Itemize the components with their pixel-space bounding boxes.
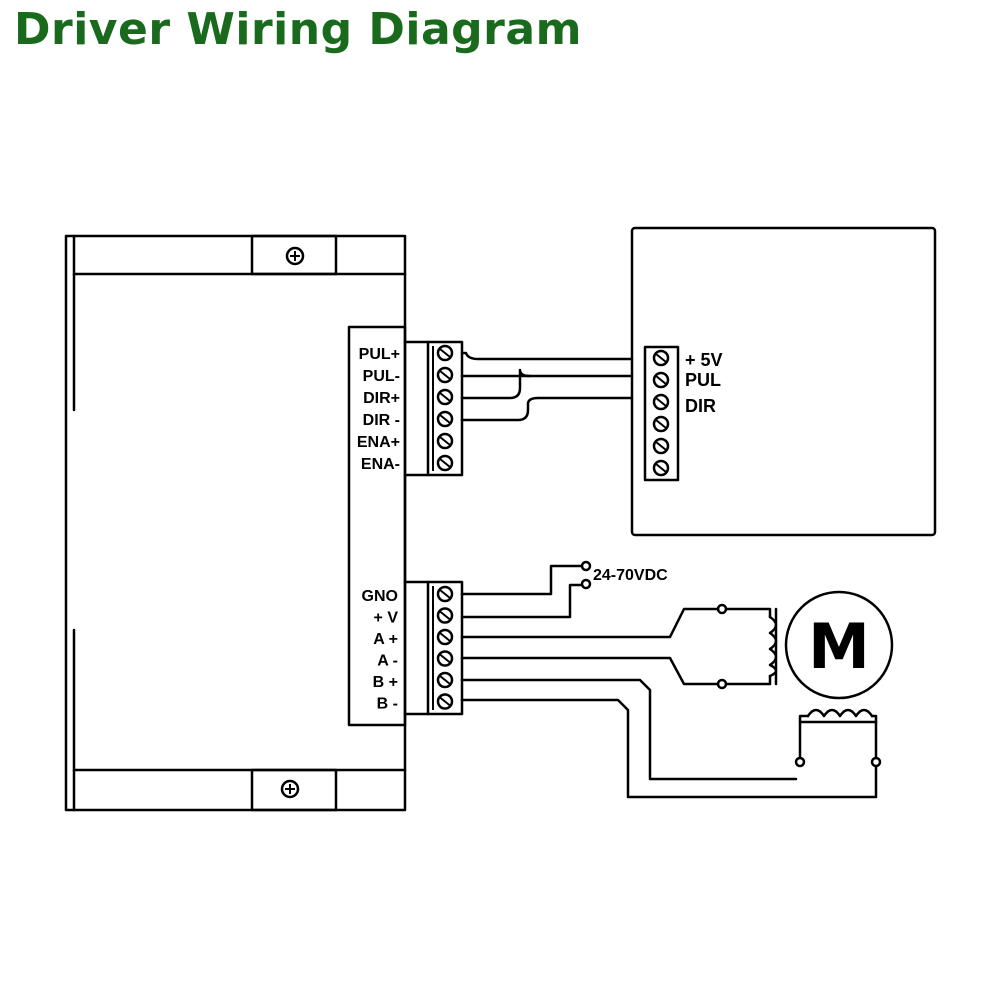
- signal-terminal-screw-icon: [436, 344, 454, 362]
- coil-b-wiring: [460, 678, 882, 799]
- controller-terminal-label: DIR: [685, 396, 716, 416]
- signal-terminal-screw-icon: [436, 388, 454, 406]
- power-terminal-positive-icon: [580, 560, 592, 572]
- signal-terminal-label: DIR -: [363, 412, 400, 429]
- signal-terminal-labels: PUL+ PUL- DIR+ DIR - ENA+ ENA-: [357, 346, 400, 473]
- power-terminal-screw-icon: [436, 650, 454, 667]
- power-terminal-label: A +: [373, 631, 398, 648]
- coil-b-icon: [806, 708, 874, 718]
- power-terminal-screw-icon: [436, 607, 454, 624]
- power-terminal-label: A -: [377, 653, 398, 670]
- power-terminal-label: B +: [373, 674, 398, 691]
- signal-terminal-block: [426, 340, 464, 477]
- power-terminal-label: + V: [374, 610, 399, 627]
- controller-terminal-screw-icon: [652, 437, 670, 455]
- controller-terminal-label: PUL: [685, 370, 721, 390]
- motor-icon: [784, 590, 894, 700]
- controller-terminal-label: + 5V: [685, 350, 723, 370]
- page-title: Driver Wiring Diagram: [14, 4, 582, 55]
- power-terminal-screw-icon: [436, 628, 454, 646]
- power-terminal-label: B -: [377, 696, 398, 713]
- power-supply-label: 24-70VDC: [593, 567, 668, 584]
- signal-terminal-label: PUL-: [363, 368, 400, 385]
- controller-terminal-screw-icon: [652, 393, 670, 411]
- signal-terminal-label: ENA-: [361, 456, 400, 473]
- power-terminal-negative-icon: [580, 578, 592, 590]
- controller-box: [630, 226, 937, 537]
- power-wires: [460, 560, 592, 619]
- power-terminal-screws: [436, 585, 454, 710]
- mount-screw-top-icon: [285, 246, 305, 266]
- mount-screw-bottom-icon: [280, 779, 300, 799]
- power-terminal-screw-icon: [436, 671, 454, 689]
- signal-terminal-label: DIR+: [363, 390, 400, 407]
- power-terminal-screw-icon: [436, 693, 454, 710]
- coil-a-wiring: [460, 603, 778, 690]
- signal-terminal-screws: [436, 344, 454, 472]
- signal-terminal-label: ENA+: [357, 434, 400, 451]
- driver-label-panel: [347, 325, 407, 727]
- signal-terminal-screw-icon: [436, 454, 454, 472]
- power-terminal-screw-icon: [436, 585, 454, 603]
- signal-terminal-label: PUL+: [359, 346, 400, 363]
- power-terminal-block: [426, 580, 464, 716]
- controller-terminal-block: [643, 345, 680, 482]
- controller-terminal-screw-icon: [652, 371, 670, 389]
- controller-terminal-screws: [652, 349, 670, 477]
- power-terminal-label: GNO: [362, 588, 398, 605]
- signal-wires: [460, 351, 634, 422]
- controller-terminal-screw-icon: [652, 349, 670, 367]
- driver-unit: [64, 234, 407, 812]
- motor-label: M: [808, 610, 870, 683]
- controller-terminal-screw-icon: [652, 415, 670, 433]
- power-terminal-labels: GNO + V A + A - B + B -: [362, 588, 399, 713]
- signal-terminal-screw-icon: [436, 366, 454, 384]
- signal-terminal-screw-icon: [436, 410, 454, 428]
- signal-terminal-screw-icon: [436, 432, 454, 450]
- controller-terminal-screw-icon: [652, 459, 670, 477]
